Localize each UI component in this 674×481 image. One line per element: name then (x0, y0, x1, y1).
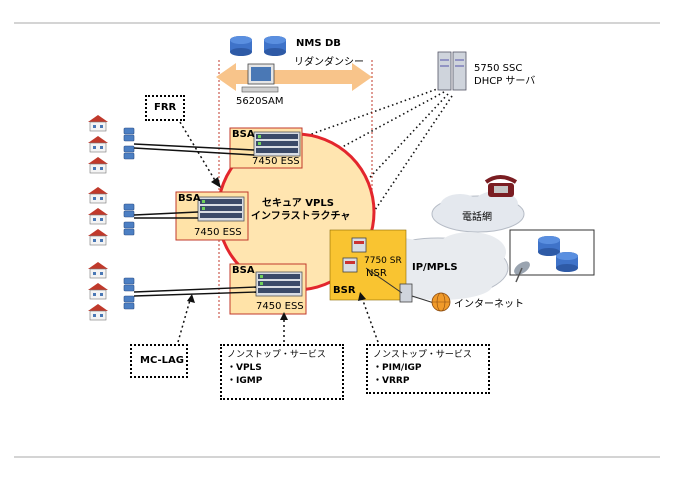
nonstop-right-title: ノンストップ・サービス (373, 350, 472, 360)
frr-label: FRR (154, 102, 177, 113)
bsa-device-middle: 7450 ESS (194, 227, 242, 238)
db-icon-datacenter-1 (538, 236, 560, 256)
redundancy-label: リダンダンシー (294, 57, 364, 68)
ssc-label-line1: 5750 SSC (474, 63, 523, 74)
db-icon-right (264, 36, 286, 56)
top-rule (14, 22, 660, 24)
nonstop-right-item-1: ・PIM/IGP (373, 363, 422, 373)
frr-callout: FRR (145, 95, 185, 121)
nonstop-callout-left: ノンストップ・サービス ・VPLS ・IGMP (220, 344, 344, 400)
bsa-tag-top: BSA (232, 129, 255, 140)
bsa-device-bottom: 7450 ESS (256, 301, 304, 312)
homes-top (87, 114, 135, 174)
bottom-rule (14, 456, 660, 458)
bsa-tag-middle: BSA (178, 193, 201, 204)
globe-icon (431, 292, 451, 312)
phone-network-label: 電話網 (462, 212, 492, 223)
mclag-label: MC-LAG (140, 355, 184, 366)
edge-server-icon (399, 283, 413, 303)
homes-bottom (87, 261, 135, 321)
ssc-label-line2: DHCP サーバ (474, 76, 536, 87)
nonstop-left-item-2: ・IGMP (227, 376, 263, 386)
nonstop-right-item-2: ・VRRP (373, 376, 410, 386)
bsr-router-icon (342, 237, 367, 273)
switch-icon-middle (197, 196, 245, 222)
homes-middle (87, 186, 135, 246)
vpls-label-line1: セキュア VPLS (262, 198, 334, 209)
vpls-label-line2: インフラストラクチャ (251, 211, 351, 222)
satellite-dish-icon (514, 261, 530, 283)
telephone-icon (484, 175, 518, 197)
nsr-label: NSR (366, 268, 387, 279)
nonstop-left-title: ノンストップ・サービス (227, 350, 326, 360)
internet-label: インターネット (454, 299, 524, 310)
workstation-icon (241, 63, 279, 93)
nonstop-left-item-1: ・VPLS (227, 363, 262, 373)
mclag-callout: MC-LAG (130, 344, 188, 378)
bsr-device-label: 7750 SR (364, 256, 402, 266)
nms-db-title: NMS DB (296, 38, 341, 49)
switch-icon-bottom (255, 271, 303, 297)
switch-icon-top (253, 131, 301, 157)
db-icon-left (230, 36, 252, 56)
sam-label: 5620SAM (236, 96, 284, 107)
phone-network-cloud (431, 191, 525, 233)
db-icon-datacenter-2 (556, 252, 578, 272)
bsa-device-top: 7450 ESS (252, 156, 300, 167)
ssc-server-icon (437, 51, 467, 91)
bsa-tag-bottom: BSA (232, 265, 255, 276)
nonstop-callout-right: ノンストップ・サービス ・PIM/IGP ・VRRP (366, 344, 490, 394)
bsr-tag: BSR (333, 285, 356, 296)
ip-mpls-label: IP/MPLS (412, 262, 458, 273)
